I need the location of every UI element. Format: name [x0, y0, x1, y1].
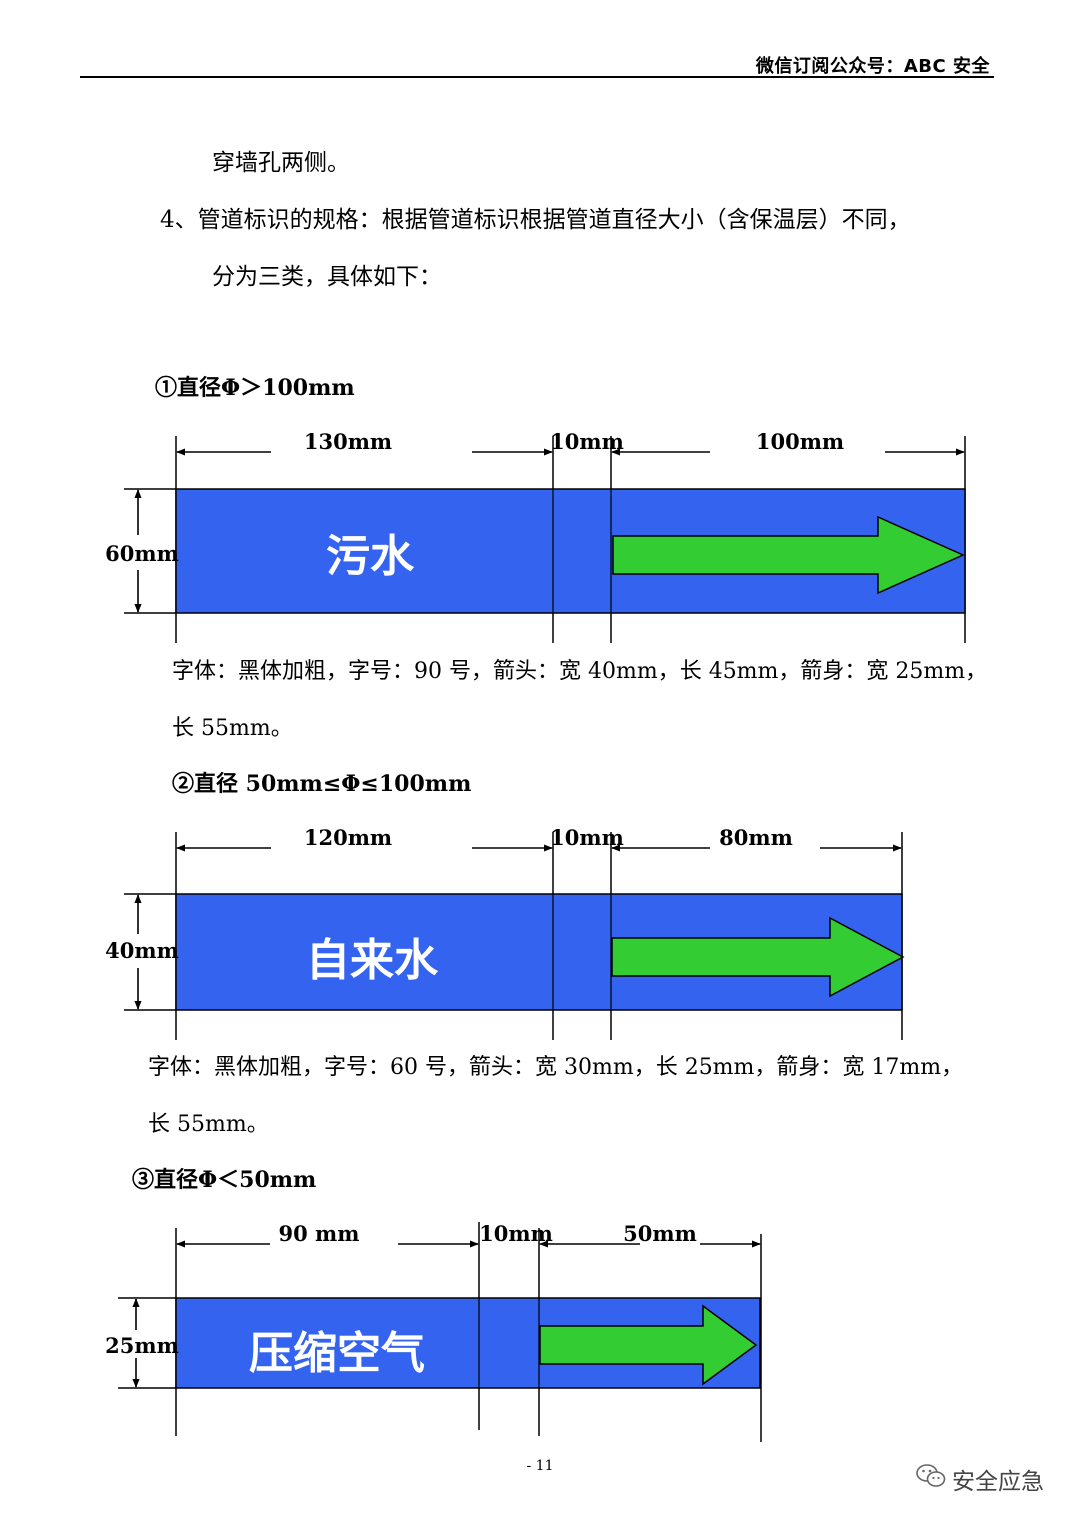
flow-arrow-3: [539, 1304, 758, 1386]
dim-gap-1: 10mm: [550, 429, 624, 454]
dim-height-3: 25mm: [105, 1333, 179, 1358]
flow-arrow-1: [612, 515, 965, 595]
pipe-band-2: [175, 893, 903, 1011]
intro-line-1: 穿墙孔两侧。: [212, 150, 350, 176]
header-rule: [80, 76, 994, 78]
section-1-desc-line-2: 长 55mm。: [172, 716, 293, 741]
diagram-3: 压缩空气 90 mm 10mm 50mm 25mm: [105, 1221, 762, 1442]
page-number: - 11: [526, 1458, 554, 1474]
pipe-label-3: 压缩空气: [249, 1328, 425, 1379]
section-2-desc-line-2: 长 55mm。: [148, 1112, 269, 1137]
watermark: 安全应急: [916, 1462, 1044, 1496]
section-1-title: ①直径Φ＞100mm: [155, 375, 355, 401]
pipe-label-2: 自来水: [306, 935, 439, 986]
section-2-title: ②直径 50mm≤Φ≤100mm: [172, 771, 472, 797]
watermark-text: 安全应急: [952, 1469, 1044, 1495]
section-2-desc-line-1: 字体：黑体加粗，字号：60 号，箭头：宽 30mm，长 25mm，箭身：宽 17…: [148, 1055, 964, 1080]
dim-arrow-length-1: 100mm: [756, 429, 844, 454]
flow-arrow-2: [611, 916, 905, 998]
diagram-2: 自来水 120mm 10mm 80mm 40mm: [105, 825, 905, 1040]
dim-arrow-length-3: 50mm: [623, 1221, 697, 1246]
dim-height-1: 60mm: [105, 541, 179, 566]
dim-arrow-length-2: 80mm: [719, 825, 793, 850]
section-3-title: ③直径Φ＜50mm: [132, 1167, 317, 1193]
header-text: 微信订阅公众号：ABC 安全: [755, 56, 990, 77]
dim-text-length-3: 90 mm: [279, 1221, 360, 1246]
dim-text-length-1: 130mm: [304, 429, 392, 454]
intro-line-2: 4、管道标识的规格：根据管道标识根据管道直径大小（含保温层）不同，: [160, 207, 911, 233]
diagram-1: 污水 130mm 10mm 100mm 60mm: [105, 429, 966, 643]
intro-line-3: 分为三类，具体如下：: [212, 264, 442, 290]
dim-gap-2: 10mm: [550, 825, 624, 850]
section-1-desc-line-1: 字体：黑体加粗，字号：90 号，箭头：宽 40mm，长 45mm，箭身：宽 25…: [172, 659, 988, 684]
wechat-icon: [916, 1463, 946, 1495]
pipe-label-1: 污水: [326, 531, 415, 582]
dim-text-length-2: 120mm: [304, 825, 392, 850]
dim-gap-3: 10mm: [479, 1221, 553, 1246]
dim-height-2: 40mm: [105, 938, 179, 963]
